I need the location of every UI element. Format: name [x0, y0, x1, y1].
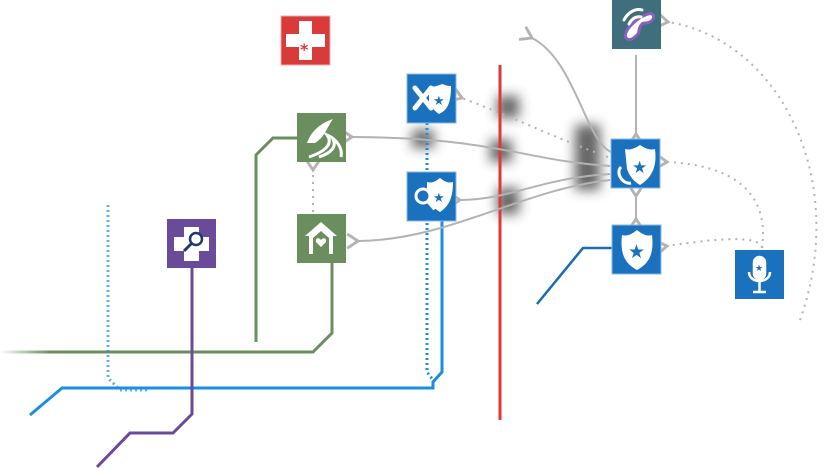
node-police-forensics[interactable]: ★ [406, 73, 457, 124]
microphone-icon: ★ [747, 255, 772, 294]
police-phone-icon: ★ [617, 145, 656, 185]
arrow-to-agriculture [340, 128, 611, 167]
connection-arrows [304, 12, 818, 321]
blue-dotted-left [106, 205, 150, 392]
svg-text:*: * [300, 40, 309, 59]
blue-dotted-branch [425, 123, 435, 381]
police-search-icon: ★ [414, 178, 453, 212]
phone-call-icon [622, 8, 656, 42]
green-line-branch [254, 136, 297, 342]
node-emergency-medical[interactable]: * [280, 15, 331, 66]
node-agriculture[interactable] [297, 113, 346, 162]
svg-text:★: ★ [433, 191, 445, 206]
police-bone-icon: ★ [412, 84, 451, 114]
svg-text:★: ★ [632, 158, 647, 178]
arrow-to-investigation [448, 173, 611, 209]
leaf-field-icon [307, 119, 343, 159]
home-heart-icon [305, 222, 337, 254]
node-broadcast[interactable]: ★ [735, 250, 784, 299]
blue-line [29, 221, 444, 417]
node-police-investigation[interactable]: ★ [406, 171, 457, 222]
node-community-care[interactable] [297, 214, 346, 263]
node-police[interactable]: ★ [611, 224, 662, 275]
node-phone-call[interactable] [612, 0, 661, 49]
route-lines [0, 65, 612, 469]
arrow-mic-to-dispatch [655, 153, 765, 249]
arrow-to-community [346, 179, 611, 250]
medical-search-icon [174, 227, 209, 261]
svg-text:★: ★ [628, 241, 645, 263]
medical-cross-icon: * [286, 21, 325, 60]
police-badge-icon: ★ [621, 230, 653, 270]
arrow-mic-to-police [654, 238, 763, 256]
svg-text:★: ★ [433, 94, 445, 109]
svg-text:★: ★ [755, 264, 763, 274]
navy-line [536, 246, 612, 305]
arrow-to-emergency [518, 25, 612, 153]
node-police-dispatch[interactable]: ★ [610, 138, 661, 189]
purple-line [95, 268, 194, 469]
green-line-main [0, 263, 334, 354]
node-medical-examiner[interactable] [167, 219, 216, 268]
